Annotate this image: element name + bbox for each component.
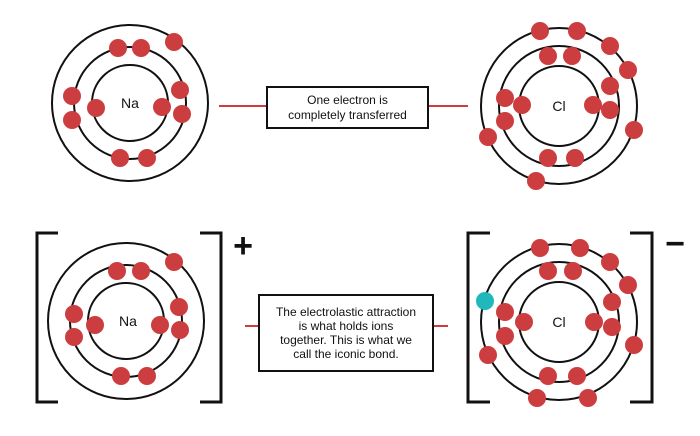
sodium-shell-outer [51,24,209,182]
electron [151,316,169,334]
electron [539,47,557,65]
chlorine-shell-outer [480,27,638,185]
chloride-ion-electrons [479,239,643,407]
bracket-left [466,231,490,404]
electron [601,37,619,55]
chloride-ion-symbol: Cl [552,314,565,330]
sodium-ion: + Na [35,227,253,404]
chlorine-electrons [479,22,643,190]
electron [109,39,127,57]
electron [132,262,150,280]
electron [496,89,514,107]
electron [619,61,637,79]
electron [564,262,582,280]
chloride-ion-shell-outer [480,243,638,401]
sodium-ion-shell-outer [47,242,205,400]
positive-charge-sign: + [233,227,253,265]
electron [603,318,621,336]
electron [111,149,129,167]
electron [87,99,105,117]
electron [531,22,549,40]
electron [579,389,597,407]
electron [65,328,83,346]
electron [625,121,643,139]
electron [479,128,497,146]
electron [496,327,514,345]
electron [171,81,189,99]
electron [138,149,156,167]
bracket-left [35,231,58,404]
electron [165,33,183,51]
sodium-ion-electrons [65,253,189,385]
electron [568,367,586,385]
electron [539,149,557,167]
ionic-bond-caption-box: The electrolastic attraction is what hol… [258,294,434,372]
electron [479,346,497,364]
bracket-right [630,231,654,404]
transfer-caption-box: One electron is completely transferred [266,86,429,129]
negative-charge-sign: − [665,225,685,263]
electron [531,239,549,257]
electron [625,336,643,354]
electron [515,313,533,331]
electron [165,253,183,271]
chlorine-symbol: Cl [552,98,565,114]
electron [601,77,619,95]
electron [170,298,188,316]
electron [108,262,126,280]
electron [584,96,602,114]
electron [563,47,581,65]
sodium-ion-symbol: Na [119,313,137,329]
electron [568,22,586,40]
electron [138,367,156,385]
electron [173,105,191,123]
bracket-right [200,231,223,404]
electron [513,96,531,114]
chloride-ion: − Cl [466,225,685,407]
chlorine-shell-middle [498,45,620,167]
transferred-electron [476,292,494,310]
electron [132,39,150,57]
electron [601,253,619,271]
electron [153,98,171,116]
transfer-caption: One electron is completely transferred [288,92,407,122]
electron [527,172,545,190]
sodium-electrons [63,33,191,167]
electron [171,321,189,339]
electron [496,112,514,130]
electron [619,276,637,294]
sodium-atom: Na [51,24,209,182]
electron [63,111,81,129]
sodium-symbol: Na [121,95,139,111]
electron [601,101,619,119]
electron [571,239,589,257]
electron [566,149,584,167]
electron [112,367,130,385]
electron [528,389,546,407]
electron [603,293,621,311]
electron [539,262,557,280]
electron [496,303,514,321]
electron [539,367,557,385]
electron [63,87,81,105]
chlorine-atom: Cl [479,22,643,190]
ionic-bond-caption: The electrolastic attraction is what hol… [275,305,417,361]
electron [65,305,83,323]
electron [86,316,104,334]
electron [585,313,603,331]
